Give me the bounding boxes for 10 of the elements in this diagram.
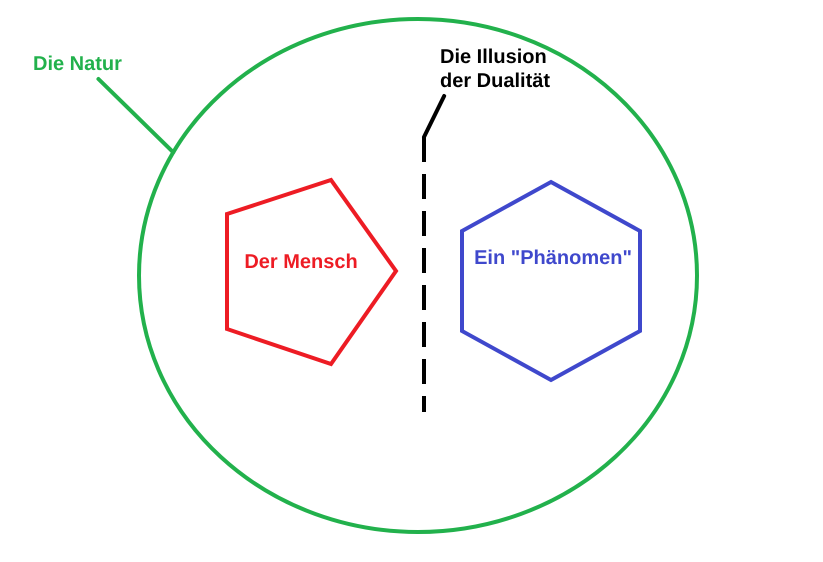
annotation-label: Die Natur	[33, 53, 122, 76]
leader-line	[422, 94, 446, 139]
hexagon-shape	[460, 180, 642, 382]
annotation-label: Die Illusion der Dualität	[440, 45, 566, 93]
leader-line	[96, 77, 176, 154]
shape-label: Ein "Phänomen"	[474, 247, 632, 270]
pentagon-shape	[225, 178, 398, 366]
ellipse-outline	[137, 17, 699, 534]
dashed-divider-line	[420, 137, 428, 412]
shape-label: Der Mensch	[244, 251, 358, 274]
